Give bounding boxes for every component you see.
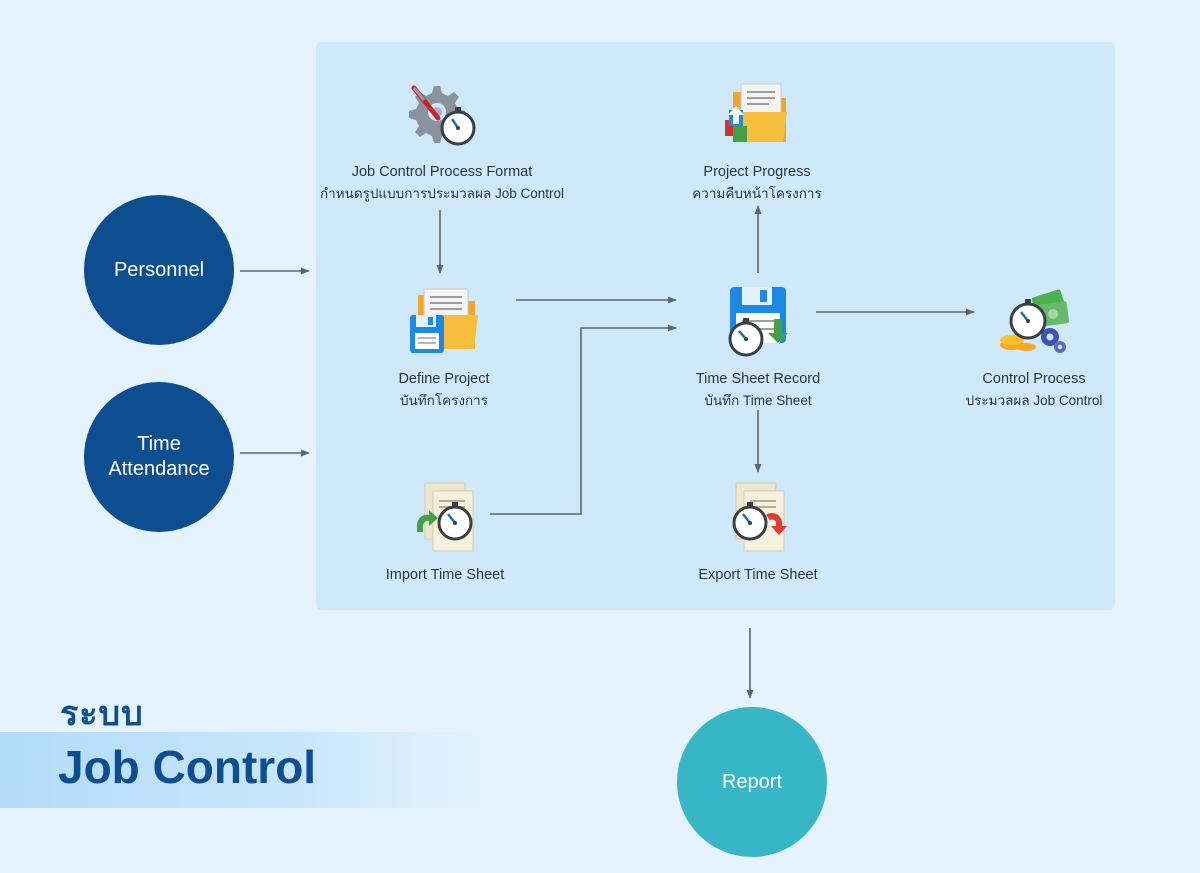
folder-progress-icon <box>725 83 787 142</box>
time-sheet-record-title: Time Sheet Record <box>695 371 821 387</box>
arrow-import-to-record <box>490 324 677 515</box>
export-timesheet-icon <box>732 482 787 552</box>
time-attendance-node: Time Attendance <box>84 382 234 532</box>
define-project-subtitle: บันทึกโครงการ <box>399 393 488 408</box>
job-control-format-title: Job Control Process Format <box>351 164 533 180</box>
job-control-format-subtitle: กำหนดรูปแบบการประมวลผล Job Control <box>319 186 565 201</box>
gear-stopwatch-icon <box>409 85 476 146</box>
export-time-sheet-title: Export Time Sheet <box>698 567 818 583</box>
export-time-sheet-node: Export Time Sheet <box>628 481 888 586</box>
time-sheet-record-subtitle: บันทึก Time Sheet <box>704 393 812 408</box>
personnel-label: Personnel <box>113 258 205 281</box>
folder-save-icon <box>410 288 478 353</box>
control-process-title: Control Process <box>982 371 1086 387</box>
report-label: Report <box>721 770 783 793</box>
report-node: Report <box>677 707 827 857</box>
control-process-subtitle: ประมวลผล Job Control <box>965 393 1103 408</box>
import-timesheet-icon <box>416 482 474 552</box>
project-progress-subtitle: ความคืบหน้าโครงการ <box>692 186 822 201</box>
job-control-format-node: Job Control Process Format กำหนดรูปแบบกา… <box>312 78 572 204</box>
title-prefix: ระบบ <box>60 695 144 733</box>
define-project-node: Define Project บันทึกโครงการ <box>314 285 574 411</box>
stopwatch-money-icon <box>1000 289 1070 353</box>
floppy-stopwatch-icon <box>728 287 788 357</box>
time-sheet-record-node: Time Sheet Record บันทึก Time Sheet <box>628 285 888 411</box>
time-attendance-label: Time Attendance <box>108 433 210 480</box>
title-band <box>0 732 480 808</box>
import-time-sheet-node: Import Time Sheet <box>315 481 575 586</box>
personnel-node: Personnel <box>84 195 234 345</box>
control-process-node: Control Process ประมวลผล Job Control <box>904 285 1164 411</box>
import-time-sheet-title: Import Time Sheet <box>385 567 505 583</box>
project-progress-title: Project Progress <box>703 164 811 180</box>
project-progress-node: Project Progress ความคืบหน้าโครงการ <box>627 78 887 204</box>
page-title: Job Control <box>58 741 317 793</box>
define-project-title: Define Project <box>398 371 490 387</box>
